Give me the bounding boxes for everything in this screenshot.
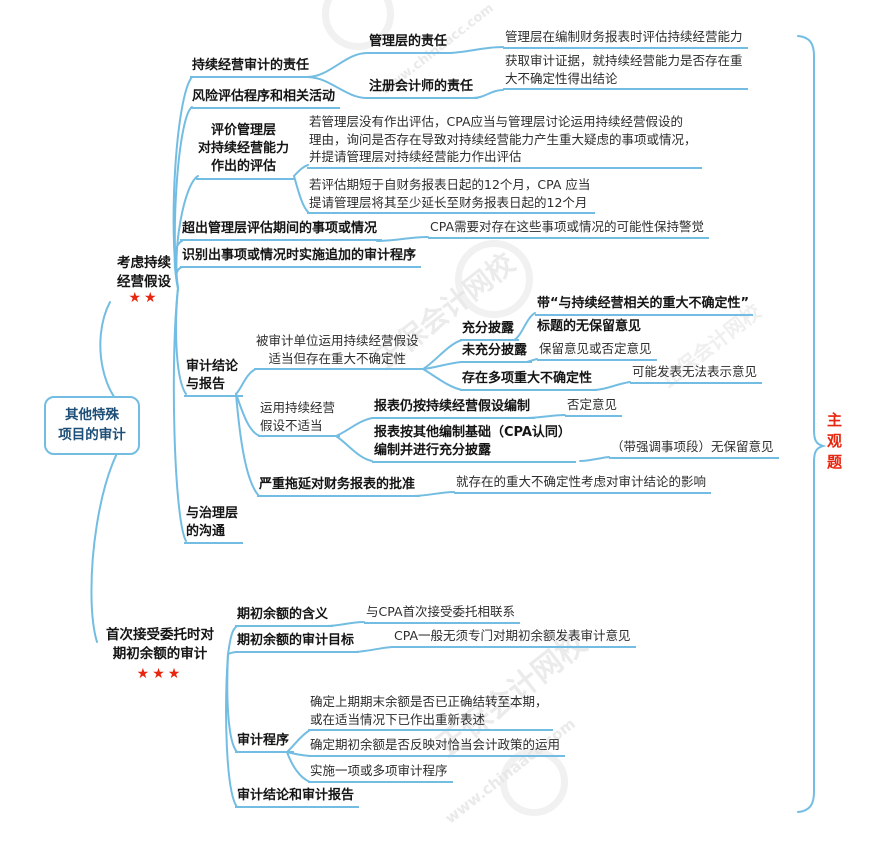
branch-going-concern-label: 考虑持续 经营假设 [117, 255, 171, 290]
node-procedure-accounting-policy: 确定期初余额是否反映对恰当会计政策的运用 [308, 736, 566, 757]
node-severe-delay-detail: 就存在的重大不确定性考虑对审计结论的影响 [454, 473, 712, 494]
branch-going-concern-stars: ★★ [128, 290, 160, 306]
node-beyond-assessment-detail: CPA需要对存在这些事项或情况的可能性保持警觉 [428, 218, 710, 239]
node-not-fully-disclosed: 未充分披露 [460, 342, 533, 364]
node-full-disclosure: 充分披露 [460, 320, 520, 342]
node-full-disclosure-opinion-line2: 标题的无保留意见 [537, 319, 642, 335]
node-statements-still-gc-basis: 报表仍按持续经营假设编制 [372, 398, 536, 420]
node-cpa-responsibility: 注册会计师的责任 [367, 78, 479, 100]
node-opening-balance-meaning-detail: 与CPA首次接受委托相联系 [364, 603, 521, 624]
node-risk-assessment: 风险评估程序和相关活动 [190, 88, 341, 110]
branch-opening-balances-stars: ★★★ [136, 666, 184, 682]
node-severe-delay-approval: 严重拖延对财务报表的批准 [257, 476, 421, 498]
node-full-disclosure-opinion-line1: 带“与持续经营相关的重大不确定性” [535, 295, 754, 317]
node-governance-communication: 与治理层 的沟通 [184, 505, 244, 545]
node-not-fully-disclosed-opinion: 保留意见或否定意见 [537, 340, 657, 361]
node-full-disclosure-opinion: 带“与持续经营相关的重大不确定性” 标题的无保留意见 [535, 295, 754, 336]
node-procedure-perform: 实施一项或多项审计程序 [308, 762, 453, 783]
node-opening-balance-meaning: 期初余额的含义 [235, 606, 334, 628]
node-opening-balance-objective-detail: CPA一般无须专门对期初余额发表审计意见 [392, 627, 636, 648]
node-gc-responsibility: 持续经营审计的责任 [190, 57, 315, 79]
root-node: 其他特殊 项目的审计 [44, 396, 140, 455]
side-label-subjective: 主观题 [825, 412, 843, 475]
node-beyond-assessment-period: 超出管理层评估期间的事项或情况 [180, 220, 383, 242]
node-management-responsibility-detail: 管理层在编制财务报表时评估持续经营能力 [503, 28, 748, 49]
node-audit-conclusion-report: 审计结论 与报告 [184, 358, 244, 398]
node-gc-appropriate-uncertainty: 被审计单位运用持续经营假设 适当但存在重大不确定性 [254, 332, 424, 370]
node-cpa-responsibility-detail: 获取审计证据，就持续经营能力是否存在重 大不确定性得出结论 [503, 52, 748, 90]
node-other-basis-full-disclosure: 报表按其他编制基础（CPA认同） 编制并进行充分披露 [372, 424, 576, 464]
node-management-responsibility: 管理层的责任 [367, 33, 453, 55]
node-audit-procedures: 审计程序 [235, 732, 295, 754]
node-multiple-uncertainties-opinion: 可能发表无法表示意见 [630, 363, 763, 384]
node-evaluate-management-assessment: 评价管理层 对持续经营能力 作出的评估 [196, 122, 295, 180]
node-other-basis-opinion: （带强调事项段）无保留意见 [609, 438, 779, 459]
node-procedure-carryover: 确定上期期末余额是否已正确结转至本期， 或在适当情况下已作出重新表述 [308, 693, 553, 731]
node-opening-balance-objective: 期初余额的审计目标 [235, 632, 360, 654]
node-short-period-detail: 若评估期短于自财务报表日起的12个月，CPA 应当 提请管理层将其至少延长至财务… [307, 176, 596, 214]
node-adverse-opinion: 否定意见 [565, 396, 623, 417]
branch-opening-balances-label: 首次接受委托时对 期初余额的审计 [106, 627, 214, 662]
node-gc-inappropriate: 运用持续经营 假设不适当 [258, 399, 341, 437]
node-additional-procedures: 识别出事项或情况时实施追加的审计程序 [180, 247, 422, 269]
node-conclusion-and-report: 审计结论和审计报告 [235, 787, 360, 809]
node-no-evaluation-detail: 若管理层没有作出评估，CPA应当与管理层讨论运用持续经营假设的 理由，询问是否存… [307, 113, 702, 169]
node-multiple-uncertainties: 存在多项重大不确定性 [460, 370, 598, 392]
